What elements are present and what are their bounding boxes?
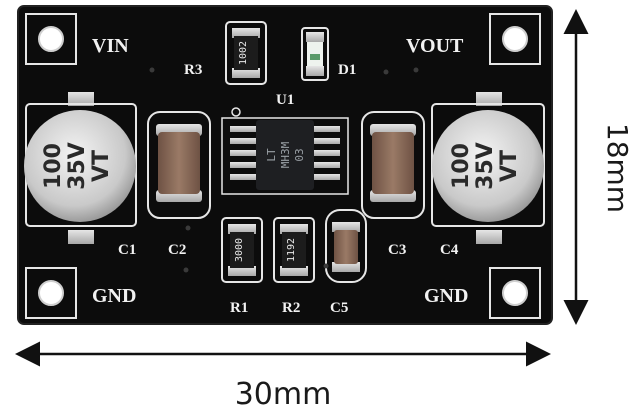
label-r1: R1	[230, 300, 248, 316]
label-c4: C4	[440, 242, 459, 258]
label-r3: R3	[184, 62, 202, 78]
label-gnd-left: GND	[92, 285, 136, 307]
label-d1: D1	[338, 62, 356, 78]
r3-code: 1002	[238, 41, 249, 65]
label-c3: C3	[388, 242, 406, 258]
ceramic-capacitor-c5	[325, 209, 367, 283]
resistor-r3: 1002	[225, 21, 267, 85]
ic-u1: LT MH3M 03	[221, 117, 349, 195]
cap-right-value: 100	[449, 143, 474, 189]
ceramic-capacitor-c3	[361, 111, 425, 219]
electrolytic-capacitor-right: 100 35V VT	[431, 92, 545, 244]
label-c2: C2	[168, 242, 186, 258]
r1-code: 3000	[234, 238, 245, 262]
electrolytic-capacitor-left: 100 35V VT	[24, 92, 137, 244]
ic-mark-line2: MH3M	[279, 141, 292, 168]
label-c1: C1	[118, 242, 136, 258]
cap-left-voltage: 35V	[65, 142, 90, 190]
cap-left-series: VT	[89, 150, 114, 182]
ceramic-capacitor-c2	[147, 111, 211, 219]
label-c5: C5	[330, 300, 348, 316]
label-gnd-right: GND	[424, 285, 468, 307]
label-u1: U1	[276, 92, 294, 108]
resistor-r2: 1192	[273, 217, 315, 283]
cap-right-series: VT	[497, 150, 522, 182]
led-d1	[301, 27, 329, 81]
ic-mark-line1: LT	[265, 148, 278, 162]
r2-code: 1192	[286, 238, 297, 262]
mounting-hole-bottom-left	[25, 267, 77, 319]
width-label: 30mm	[235, 377, 332, 412]
height-label: 18mm	[601, 123, 634, 213]
vias	[149, 67, 419, 273]
label-vout: VOUT	[406, 35, 464, 57]
mounting-hole-bottom-right	[489, 267, 541, 319]
mounting-hole-top-left	[25, 13, 77, 65]
ic-mark-line3: 03	[293, 148, 306, 161]
mounting-hole-top-right	[489, 13, 541, 65]
cap-right-voltage: 35V	[473, 142, 498, 190]
resistor-r1: 3000	[221, 217, 263, 283]
label-r2: R2	[282, 300, 300, 316]
label-vin: VIN	[92, 35, 129, 57]
pin1-marker	[231, 107, 241, 117]
cap-left-value: 100	[41, 143, 66, 189]
